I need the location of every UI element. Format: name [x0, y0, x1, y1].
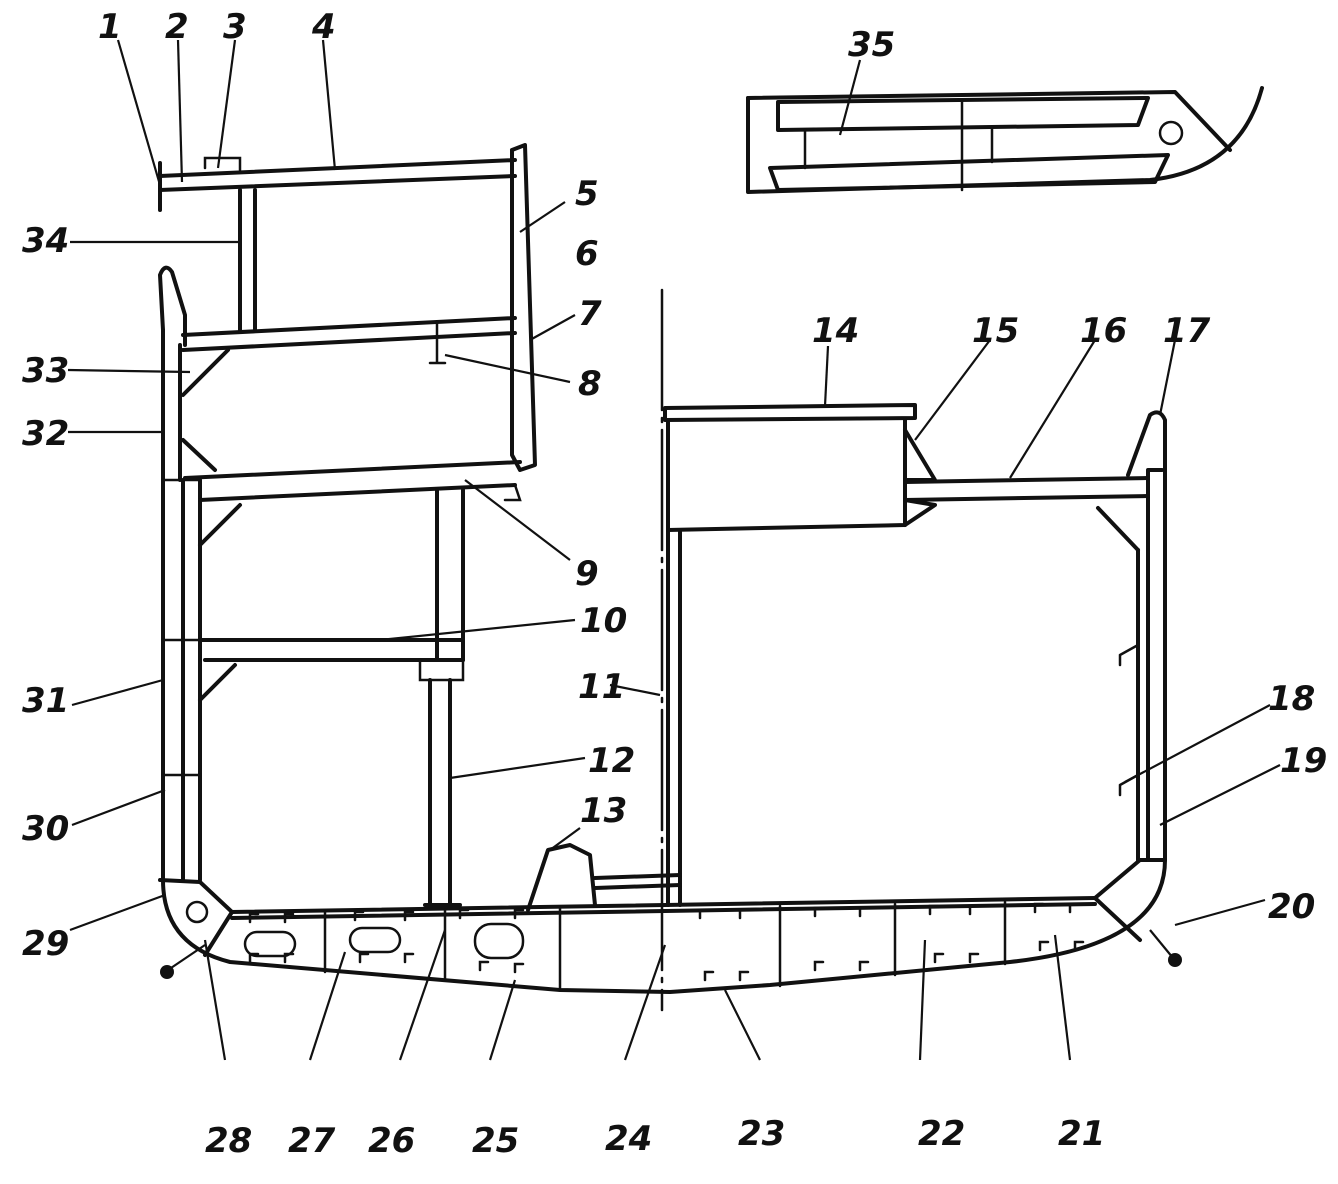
label-21: 21: [1058, 1114, 1105, 1154]
label-25: 25: [472, 1121, 519, 1161]
label-12: 12: [588, 741, 635, 781]
label-8: 8: [578, 364, 602, 404]
label-16: 16: [1080, 311, 1127, 351]
deckhouse: [158, 143, 537, 907]
hull-left-side: [158, 265, 242, 882]
label-32: 32: [22, 414, 69, 454]
detail-35: [746, 86, 1264, 194]
label-9: 9: [575, 554, 599, 594]
label-2: 2: [165, 7, 189, 47]
label-30: 30: [22, 809, 69, 849]
label-34: 34: [22, 221, 69, 261]
label-10: 10: [580, 601, 627, 641]
hull-bottom: [158, 858, 1167, 994]
label-28: 28: [205, 1121, 252, 1161]
centerline-structure: [526, 288, 1150, 1012]
label-7: 7: [578, 294, 602, 334]
label-29: 29: [22, 924, 69, 964]
label-35: 35: [848, 25, 895, 65]
label-26: 26: [368, 1121, 415, 1161]
label-1: 1: [98, 7, 122, 47]
label-22: 22: [918, 1114, 965, 1154]
label-17: 17: [1163, 311, 1211, 351]
label-14: 14: [812, 311, 859, 351]
label-13: 13: [580, 791, 627, 831]
label-5: 5: [575, 174, 599, 214]
label-19: 19: [1280, 741, 1327, 781]
label-24: 24: [605, 1119, 652, 1159]
label-31: 31: [22, 681, 69, 721]
label-4: 4: [311, 7, 336, 47]
label-20: 20: [1268, 887, 1315, 927]
label-11: 11: [578, 667, 625, 707]
label-6: 6: [575, 234, 599, 274]
leader-lines: [67, 39, 1281, 1061]
hull-right-side: [1096, 410, 1167, 862]
label-27: 27: [288, 1121, 336, 1161]
label-23: 23: [738, 1114, 785, 1154]
label-3: 3: [223, 7, 247, 47]
callout-labels: 1 2 3 4 5 6 7 8 9 10 11 12 13 14 15 16 1…: [22, 7, 1327, 1161]
label-18: 18: [1268, 679, 1315, 719]
label-33: 33: [22, 351, 69, 391]
label-15: 15: [972, 311, 1019, 351]
